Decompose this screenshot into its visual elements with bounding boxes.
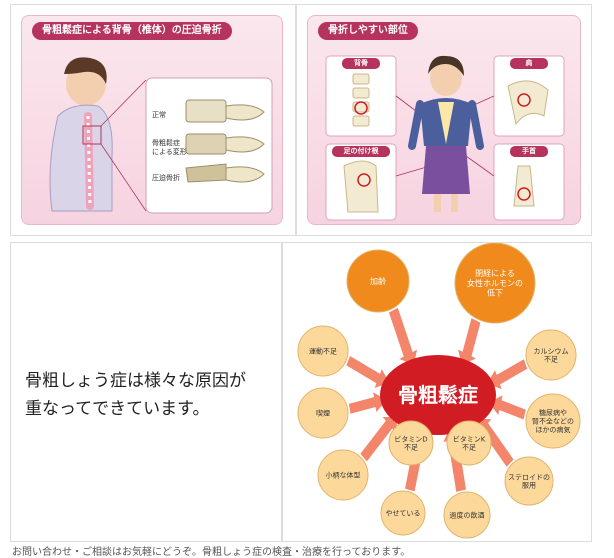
label-deformed: 骨粗鬆症 による変形 [152,139,187,156]
vertebra-fractured [185,163,265,183]
cause-label-9: 運動不足 [309,346,337,355]
cause-label-5: 過度の飲酒 [450,510,485,519]
arrow-7 [360,416,399,462]
arrow-9 [346,355,390,388]
cause-node-7 [317,449,369,501]
arrow-1 [458,318,481,365]
arrow-3 [488,395,526,420]
cause-node-6 [380,490,426,536]
cause-node-0 [346,249,410,313]
arrow-8 [348,392,387,414]
cause-label-2: カルシウム不足 [534,347,569,363]
sites-illustration [325,55,565,221]
cause-node-1 [454,243,536,324]
statement-box: 骨粗しょう症は様々な原因が 重なってできています。 [10,242,282,542]
arrow-2 [487,359,528,390]
site-shoulder-label: 肩 [510,58,548,69]
figure-fracture-sites: 骨折しやすい部位 [296,4,592,236]
cause-node-9 [297,325,349,377]
figure-spine-compression: 骨粗鬆症による背骨（椎体）の圧迫骨折 [10,4,296,236]
cause-label-6: やせている [386,509,421,517]
cause-label-7: 小柄な体型 [326,470,361,479]
vertebra-normal [185,99,265,123]
causes-diagram: 骨粗鬆症 加齢 閉経による女性ホルモンの低下カルシウム不足糖尿病や腎不全などのほかの… [282,242,592,542]
center-node [380,355,496,435]
cause-label-1: 閉経による女性ホルモンの低下 [467,268,523,297]
cause-label-8: 喫煙 [316,408,330,417]
site-spine-label: 背骨 [342,58,380,69]
cause-label-4: ステロイドの服用 [508,473,550,489]
cause-label-0: 加齢 [370,276,386,286]
center-label: 骨粗鬆症 [398,383,478,407]
vertebra-deformed [185,133,265,155]
site-hip-label: 足の付け根 [332,146,390,157]
cause-node-8 [297,387,349,439]
spine-illustration [49,57,273,214]
cause-node-5 [443,491,491,539]
sites-panel-title: 骨折しやすい部位 [318,22,418,40]
cause-node-10 [388,420,434,466]
spine-panel: 骨粗鬆症による背骨（椎体）の圧迫骨折 [21,15,283,225]
cause-label-3: 糖尿病や腎不全などのほかの病気 [532,408,574,434]
cause-node-2 [525,329,577,381]
cause-node-11 [446,420,492,466]
causes-svg: 骨粗鬆症 加齢 閉経による女性ホルモンの低下カルシウム不足糖尿病や腎不全などのほかの… [297,243,581,539]
arrow-0 [388,307,418,365]
footer-text: お問い合わせ・ご相談はお気軽にどうぞ。骨粗しょう症の検査・治療を行っております。 [12,547,411,558]
label-fracture: 圧迫骨折 [152,174,180,182]
label-normal: 正常 [152,111,166,119]
statement-text: 骨粗しょう症は様々な原因が 重なってできています。 [25,371,246,419]
site-wrist-label: 手首 [510,146,548,157]
cause-node-4 [504,456,554,506]
spine-panel-title: 骨粗鬆症による背骨（椎体）の圧迫骨折 [32,22,232,40]
sites-panel: 骨折しやすい部位 [307,15,581,225]
cause-node-3 [525,393,581,449]
